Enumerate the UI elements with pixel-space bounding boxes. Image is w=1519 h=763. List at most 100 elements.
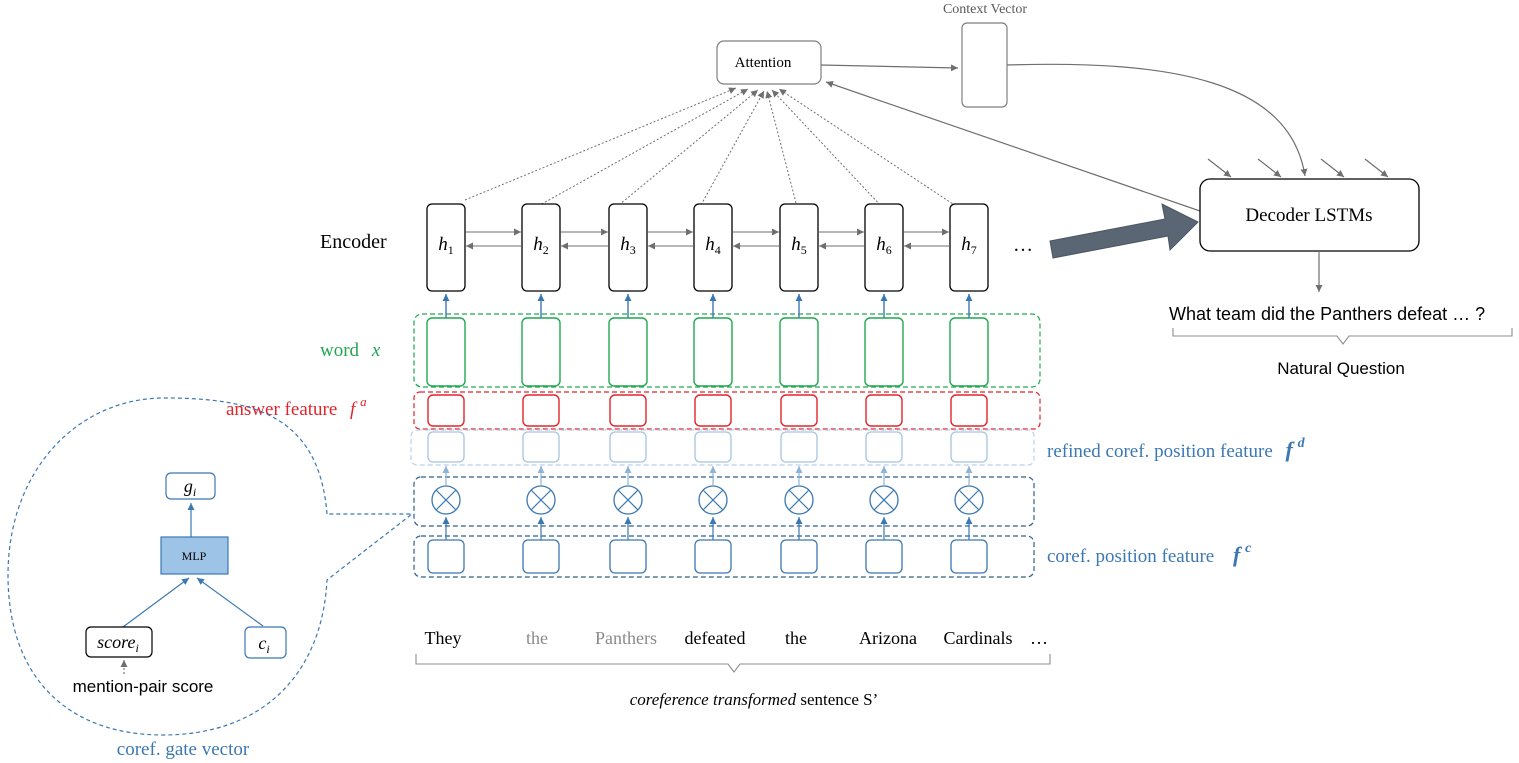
feature-column: h1 <box>426 203 466 574</box>
hidden-state-label: h2 <box>533 234 549 257</box>
attention-link <box>700 90 765 206</box>
word-embedding-box <box>693 317 733 387</box>
coref-symbol: f <box>1233 542 1243 567</box>
attention-link <box>771 89 884 209</box>
answer-label-text: answer feature <box>226 399 337 420</box>
question-text: What team did the Panthers defeat … ? <box>1169 304 1485 324</box>
gate-bubble <box>7 397 414 736</box>
encoder-to-decoder-arrow <box>1049 203 1199 259</box>
c-i-box <box>244 626 287 659</box>
hidden-state-box <box>949 203 989 292</box>
coref-feature-box <box>609 539 647 574</box>
decoder-lstm-box <box>1199 178 1420 252</box>
sentence-token: the <box>526 628 548 648</box>
decoder-to-attention-arrow <box>825 80 1201 212</box>
hidden-state-sub: 3 <box>630 243 636 257</box>
word-embedding-box <box>949 317 989 387</box>
refined-symbol: f <box>1286 437 1296 462</box>
word-embedding-box <box>426 317 466 387</box>
answer-feature-box <box>865 394 903 427</box>
sentence-token: Cardinals <box>944 628 1013 648</box>
hidden-state-sub: 5 <box>801 243 807 257</box>
gate-group-outline <box>413 476 1035 527</box>
gate-multiply-cross <box>788 489 810 511</box>
g-i-base: g <box>184 476 193 496</box>
hidden-state-label: h3 <box>620 234 636 257</box>
score-i-base: score <box>97 632 135 652</box>
refined-feature-box <box>427 431 465 463</box>
refined-feature-box <box>609 431 647 463</box>
hidden-state-base: h <box>705 234 715 255</box>
hidden-state-box <box>864 203 904 292</box>
refined-feature-box <box>950 431 988 463</box>
answer-feature-box <box>780 394 818 427</box>
gate-caption: coref. gate vector <box>117 739 250 760</box>
gate-multiply-cross <box>958 489 980 511</box>
sentence-brace <box>415 654 1051 673</box>
attention-link <box>530 88 749 211</box>
score-i-label: scorei <box>97 632 139 655</box>
sentence-caption-rest: sentence S’ <box>800 690 878 709</box>
context-to-decoder-arrow <box>1006 63 1308 177</box>
gate-multiply-cross <box>530 489 552 511</box>
hidden-state-box <box>608 203 648 292</box>
hidden-state-box <box>779 203 819 292</box>
sentence-tokens: They the Panthers defeated the Arizona Cardina… <box>425 628 1013 648</box>
sentence-token: Arizona <box>859 628 917 648</box>
answer-feature-box <box>950 394 988 427</box>
attention-link <box>765 90 797 204</box>
sentence-token: They <box>425 628 462 648</box>
word-embedding-box <box>864 317 904 387</box>
word-group-outline <box>413 313 1041 388</box>
g-i-label: gi <box>184 476 196 499</box>
sentence-token: the <box>785 628 807 648</box>
sentence-caption-italic: coreference transformed <box>630 690 797 709</box>
attention-dotted-links <box>464 87 960 211</box>
mention-pair-label: mention-pair score <box>73 677 214 696</box>
hidden-state-base: h <box>533 234 543 255</box>
hidden-state-label: h5 <box>791 234 807 257</box>
word-embedding-box <box>779 317 819 387</box>
attention-link <box>464 87 737 201</box>
gate-multiply-cross <box>435 489 457 511</box>
gate-multiply-cross <box>873 489 895 511</box>
attention-box <box>716 40 822 85</box>
refined-feature-label: refined coref. position feature f d <box>1047 436 1306 462</box>
mlp-label: MLP <box>182 549 207 563</box>
encoder-ellipsis: … <box>1013 234 1033 256</box>
hidden-state-base: h <box>961 234 971 255</box>
coref-feature-box <box>780 539 818 574</box>
score-i-sub: i <box>135 641 138 655</box>
refined-feature-box <box>522 431 560 463</box>
refined-feature-box <box>780 431 818 463</box>
refined-group-outline <box>410 429 1035 466</box>
refined-symbol-sup: d <box>1298 436 1306 451</box>
hidden-state-label: h4 <box>705 234 721 257</box>
feature-column: h6 <box>864 203 904 574</box>
decoder-label: Decoder LSTMs <box>1245 205 1372 226</box>
sentence-token: Panthers <box>595 628 657 648</box>
sentence-token: defeated <box>685 628 746 648</box>
coref-feature-box <box>694 539 732 574</box>
refined-label-text: refined coref. position feature <box>1047 441 1273 462</box>
word-embedding-box <box>608 317 648 387</box>
attention-link <box>778 88 960 209</box>
hidden-state-base: h <box>791 234 801 255</box>
hidden-state-base: h <box>876 234 886 255</box>
score-i-box <box>85 626 153 658</box>
answer-group-outline <box>413 391 1041 430</box>
answer-feature-label: answer feature f a <box>226 394 367 420</box>
word-embedding-box <box>521 317 561 387</box>
context-vector-box <box>961 22 1008 108</box>
refined-feature-box <box>694 431 732 463</box>
feature-column: h5 <box>779 203 819 574</box>
word-label-text: word <box>320 340 360 361</box>
score-to-mlp-arrow <box>122 577 190 628</box>
attention-label: Attention <box>735 55 792 71</box>
hidden-state-sub: 4 <box>715 243 721 257</box>
question-caption: Natural Question <box>1277 359 1405 378</box>
c-i-label: ci <box>258 633 269 656</box>
feature-column: h2 <box>521 203 561 574</box>
coref-feature-box <box>427 539 465 574</box>
